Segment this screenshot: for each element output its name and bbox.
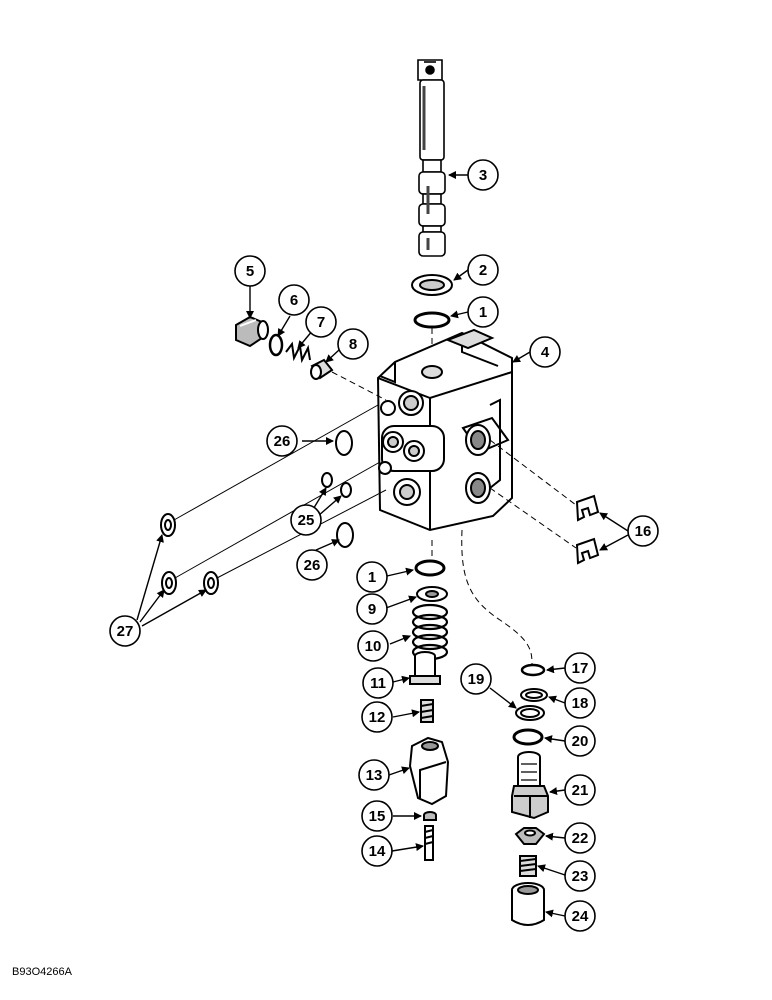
adjusting-screw-part [519,855,537,877]
o-ring-left-upper [335,430,353,456]
o-ring-upper [413,311,451,329]
seat-part [409,651,441,685]
callout-17: 17 [572,660,589,677]
callout-5: 5 [246,263,254,280]
relief-valve-part [511,751,549,820]
callout-1-upper: 1 [479,304,487,321]
callout-20: 20 [572,733,589,750]
o-ring-lower [414,559,446,577]
screw-part [420,699,434,723]
spring-large-part [411,603,449,661]
clip-part [575,494,600,565]
o-ring-20 [512,728,544,746]
poppet-part [310,358,334,380]
callout-2: 2 [479,262,487,279]
callout-bubbles [109,159,659,932]
callout-15: 15 [369,808,386,825]
callout-6: 6 [290,292,298,309]
callout-11: 11 [370,675,386,692]
plug-part [235,315,269,348]
spring-small-part [285,341,311,364]
cap-24-part [511,882,545,926]
callout-14: 14 [369,843,386,860]
callout-12: 12 [369,709,386,726]
o-ring-tiny [321,472,333,488]
o-ring-tiny [340,482,352,498]
callout-27: 27 [117,623,134,640]
o-ring-left-lower [336,522,354,548]
nut-part [423,811,437,821]
callout-24: 24 [572,908,589,925]
reference-code: B93O4266A [12,966,73,978]
callout-9: 9 [368,601,376,618]
callout-4: 4 [541,344,550,361]
callout-25: 25 [298,512,315,529]
callout-22: 22 [572,830,589,847]
bolt-part [424,825,434,861]
callout-8: 8 [349,336,357,353]
callout-21: 21 [572,782,589,799]
o-ring-small [268,333,284,357]
callout-26-upper: 26 [274,433,291,450]
washer-9-part [416,586,448,602]
assembly-lines-right [431,439,577,665]
seal-part [411,274,453,296]
spool-part [417,59,446,257]
callout-10: 10 [365,638,382,655]
assembly-line [331,371,387,401]
backup-ring-19 [515,705,545,721]
callout-3: 3 [479,167,487,184]
washer-part [160,513,219,595]
o-ring-17 [520,663,546,677]
callout-16: 16 [635,523,652,540]
callout-18: 18 [572,695,589,712]
callout-13: 13 [366,767,383,784]
callout-7: 7 [317,314,325,331]
cap-part [408,736,450,806]
leader-lines [136,171,629,918]
valve-body-part [376,328,513,532]
callout-1-lower: 1 [368,569,376,586]
callout-19: 19 [468,671,485,688]
backup-ring-18 [520,688,548,702]
callout-23: 23 [572,868,589,885]
lock-nut-part [514,827,546,845]
callout-26-lower: 26 [304,557,321,574]
